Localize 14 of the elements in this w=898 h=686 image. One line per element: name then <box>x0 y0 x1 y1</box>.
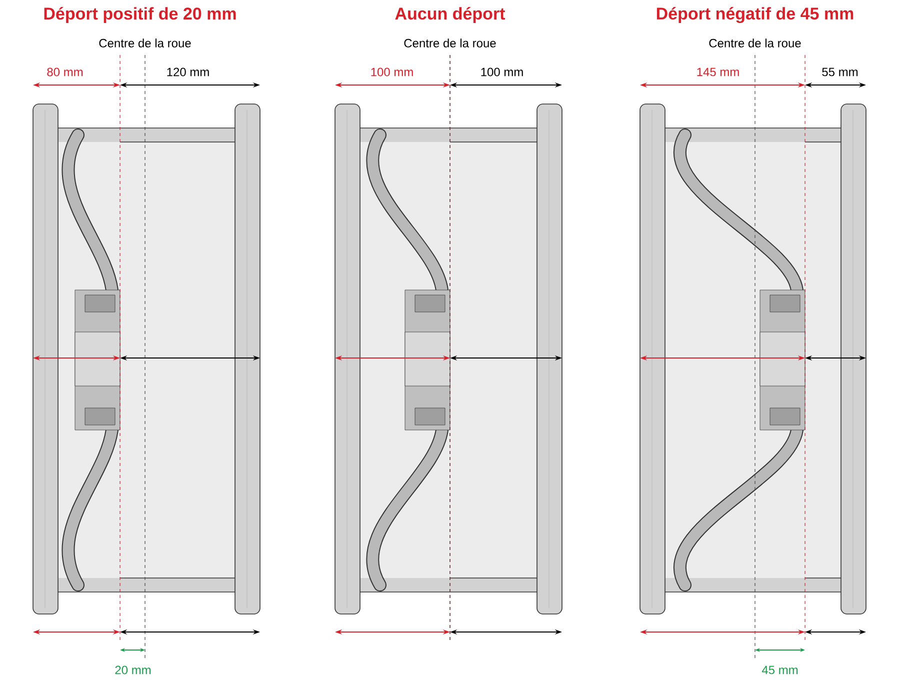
dimension-label: 100 mm <box>479 66 525 78</box>
dimension-label: 145 mm <box>695 66 741 78</box>
dimension-label: 55 mm <box>820 66 860 78</box>
panel-title: Déport négatif de 45 mm <box>654 6 856 24</box>
dimension-label: 20 mm <box>114 664 152 676</box>
panel-title: Aucun déport <box>394 6 506 24</box>
dimension-label: 120 mm <box>165 66 211 78</box>
centre-label: Centre de la roue <box>708 38 802 48</box>
panel-title: Déport positif de 20 mm <box>42 6 238 24</box>
dimension-label: 80 mm <box>46 66 84 78</box>
centre-label: Centre de la roue <box>402 38 498 48</box>
dimension-label: 45 mm <box>760 664 800 676</box>
centre-label: Centre de la roue <box>98 38 192 48</box>
dimension-label: 100 mm <box>369 66 415 78</box>
